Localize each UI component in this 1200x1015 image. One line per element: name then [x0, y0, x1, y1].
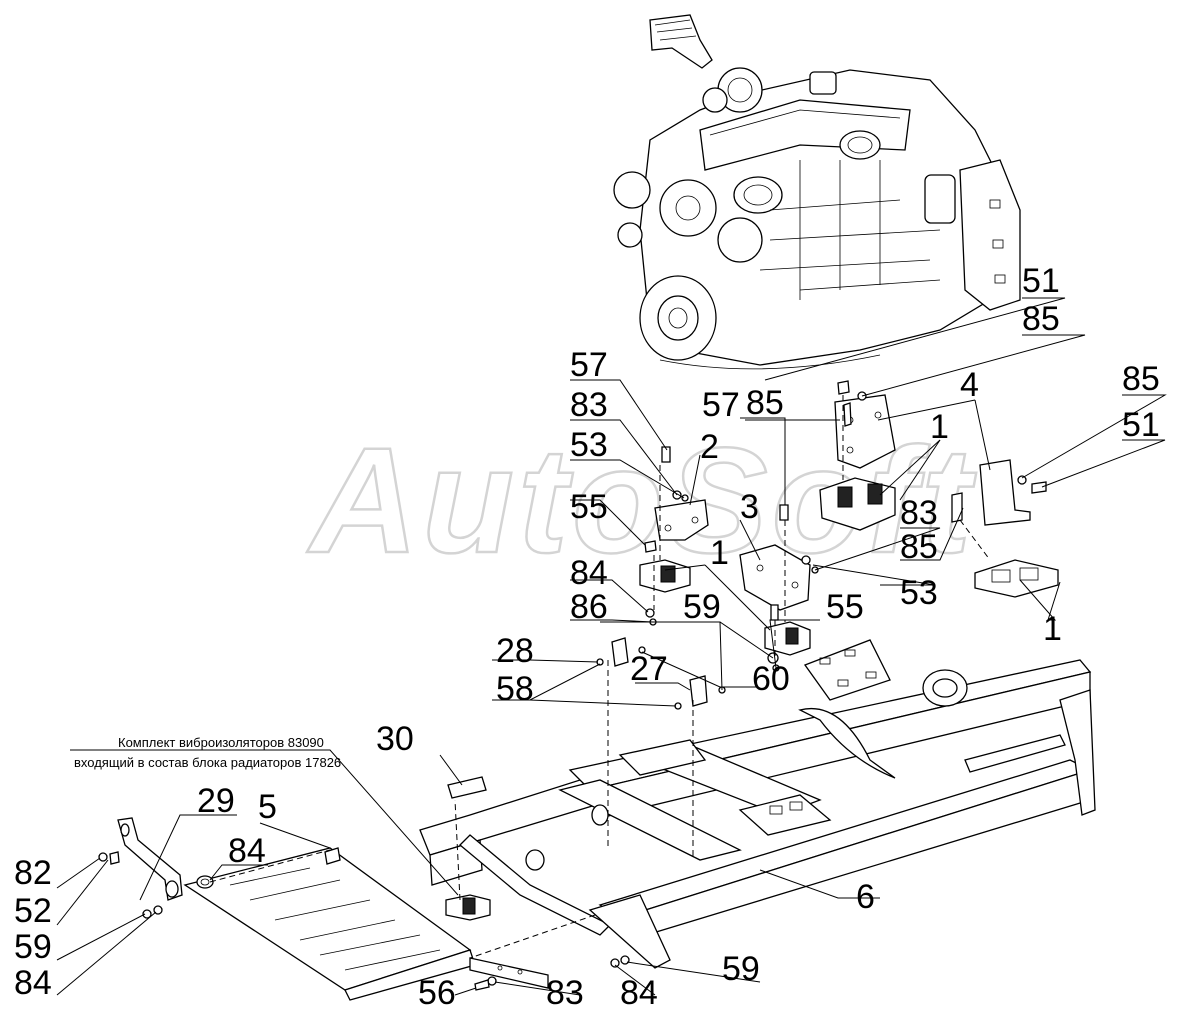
callout-85: 85	[1122, 360, 1160, 398]
callout-27: 27	[630, 650, 668, 688]
callout-1: 1	[710, 534, 729, 572]
callout-51: 51	[1022, 262, 1060, 300]
callout-84: 84	[620, 974, 658, 1012]
mid-mount	[739, 504, 819, 672]
callout-52: 52	[14, 892, 52, 930]
callout-59: 59	[14, 928, 52, 966]
callout-29: 29	[197, 782, 235, 820]
callout-6: 6	[856, 878, 875, 916]
callout-57: 57	[570, 346, 608, 384]
callout-55: 55	[570, 488, 608, 526]
callout-82: 82	[14, 854, 52, 892]
callout-60: 60	[752, 660, 790, 698]
callout-84: 84	[228, 832, 266, 870]
callout-53: 53	[900, 574, 938, 612]
callout-84: 84	[14, 964, 52, 1002]
callout-55: 55	[826, 588, 864, 626]
callout-85: 85	[1022, 300, 1060, 338]
callout-57: 57	[702, 386, 740, 424]
front-panel-5	[183, 847, 476, 1001]
callout-83: 83	[900, 494, 938, 532]
callout-28: 28	[496, 632, 534, 670]
callout-59: 59	[683, 588, 721, 626]
callout-4: 4	[960, 366, 979, 404]
callout-2: 2	[700, 428, 719, 466]
callout-85: 85	[900, 528, 938, 566]
callout-58: 58	[496, 670, 534, 708]
alignment-lines	[209, 395, 991, 959]
callout-1: 1	[930, 408, 949, 446]
rear-mount-bracket	[819, 380, 1059, 598]
bracket-29	[98, 817, 214, 919]
callout-83: 83	[546, 974, 584, 1012]
callout-1: 1	[1043, 610, 1062, 648]
callout-53: 53	[570, 426, 608, 464]
callout-85: 85	[746, 384, 784, 422]
front-left-mount	[639, 446, 709, 626]
engine-drawing	[613, 14, 1021, 370]
callout-86: 86	[570, 588, 608, 626]
small-brackets	[596, 637, 726, 710]
callout-labels: 51 85 85 4 85 51 57 83 53 55 2 57 3 1 83…	[14, 262, 1160, 1012]
callout-3: 3	[740, 488, 759, 526]
note-line-2: входящий в состав блока радиаторов 17826	[74, 755, 341, 770]
callout-5: 5	[258, 788, 277, 826]
callout-84: 84	[570, 554, 608, 592]
leader-lines	[56, 297, 1167, 996]
callout-56: 56	[418, 974, 456, 1012]
callout-59: 59	[722, 950, 760, 988]
callout-51: 51	[1122, 406, 1160, 444]
callout-83: 83	[570, 386, 608, 424]
subframe-6	[419, 639, 1096, 969]
kit-note: Комплект виброизоляторов 83090 входящий …	[74, 735, 341, 770]
callout-30: 30	[376, 720, 414, 758]
note-line-1: Комплект виброизоляторов 83090	[118, 735, 324, 750]
